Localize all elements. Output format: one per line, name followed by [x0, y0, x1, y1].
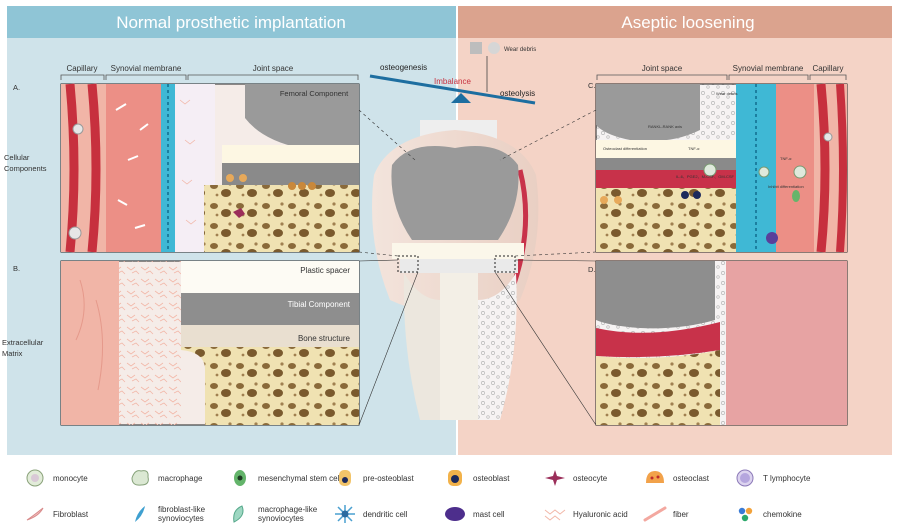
- imbalance-label: Imbalance: [434, 77, 471, 86]
- wear-debris-small-label: Wear debris: [716, 91, 738, 96]
- cytokines-label: IL-6、PGE2、M-CSF、GM-CSF: [676, 174, 735, 179]
- right-panel-title: Aseptic loosening: [621, 13, 754, 32]
- bone-structure-label: Bone structure: [298, 334, 351, 343]
- osteoclast-differentiation-label: Osteoclast differentiation: [603, 146, 647, 151]
- legend-label: osteoclast: [673, 474, 710, 483]
- left-panel-title: Normal prosthetic implantation: [116, 13, 346, 32]
- row-label-matrix: Matrix: [2, 349, 23, 358]
- mast-cell-icon: [445, 507, 465, 521]
- dendritic-cell-icon: [335, 505, 355, 523]
- panel-c: RANKL-RANK axis Osteoclast differentiati…: [596, 84, 847, 252]
- legend-label: Hyaluronic acid: [573, 510, 628, 519]
- fibroblast-icon: [27, 508, 43, 520]
- tibial-component-label: Tibial Component: [288, 300, 351, 309]
- row-label-cellular: Cellular: [4, 153, 30, 162]
- pre-osteoblast-icon: [339, 470, 351, 486]
- femoral-component-label: Femoral Component: [280, 89, 349, 98]
- rankl-rank-axis-label: RANKL-RANK axis: [648, 124, 682, 129]
- plastic-spacer-label: Plastic spacer: [300, 266, 350, 275]
- region-synovial-label: Synovial membrane: [111, 64, 182, 73]
- panel-d-letter: D.: [588, 265, 596, 274]
- fls-icon: [135, 506, 145, 522]
- panel-b-letter: B.: [13, 264, 20, 273]
- monocyte-icon: [27, 470, 43, 486]
- legend-label: dendritic cell: [363, 510, 408, 519]
- osteolysis-label: osteolysis: [500, 89, 535, 98]
- t-lymphocyte-icon: [737, 470, 753, 486]
- panel-a: Femoral Component: [61, 84, 359, 252]
- chemokine-icon: [739, 508, 752, 521]
- legend-label: T lymphocyte: [763, 474, 811, 483]
- panel-a-letter: A.: [13, 83, 20, 92]
- legend-label: monocyte: [53, 474, 88, 483]
- region-capillary-label: Capillary: [66, 64, 97, 73]
- legend-label: mast cell: [473, 510, 505, 519]
- osteoclast-icon: [646, 471, 664, 483]
- legend: monocyte macrophage mesenchymal stem cell p…: [27, 470, 811, 523]
- tnf-alpha-label-2: TNF-α: [780, 156, 792, 161]
- row-label-components: Components: [4, 164, 47, 173]
- mls-icon: [234, 506, 243, 522]
- region-capillary-right-label: Capillary: [812, 64, 843, 73]
- legend-label: mesenchymal stem cell: [258, 474, 341, 483]
- legend-label: chemokine: [763, 510, 802, 519]
- panel-b: Plastic spacer Tibial Component Bone str…: [61, 261, 359, 425]
- legend-label: fiber: [673, 510, 689, 519]
- macrophage-icon: [132, 471, 148, 486]
- msc-icon: [234, 470, 246, 486]
- osteocyte-icon: [545, 470, 565, 486]
- legend-label: macrophage: [158, 474, 203, 483]
- panel-d: [596, 261, 847, 425]
- region-synovial-right-label: Synovial membrane: [733, 64, 804, 73]
- legend-label: osteocyte: [573, 474, 608, 483]
- fiber-icon: [645, 508, 665, 520]
- region-joint-space-label: Joint space: [253, 64, 294, 73]
- hyaluronic-acid-icon: [545, 510, 565, 520]
- tnf-alpha-label-1: TNF-α: [688, 146, 700, 151]
- legend-label: Fibroblast: [53, 510, 89, 519]
- row-label-extracellular: Extracellular: [2, 338, 44, 347]
- osteoblast-icon: [448, 470, 462, 486]
- panel-c-letter: C.: [588, 81, 596, 90]
- wear-debris-label: Wear debris: [504, 47, 536, 53]
- legend-label: osteoblast: [473, 474, 510, 483]
- region-joint-space-right-label: Joint space: [642, 64, 683, 73]
- legend-label: pre-osteoblast: [363, 474, 414, 483]
- osteogenesis-label: osteogenesis: [380, 63, 427, 72]
- inhibit-differentiation-label: Inhibit differentiation: [768, 184, 804, 189]
